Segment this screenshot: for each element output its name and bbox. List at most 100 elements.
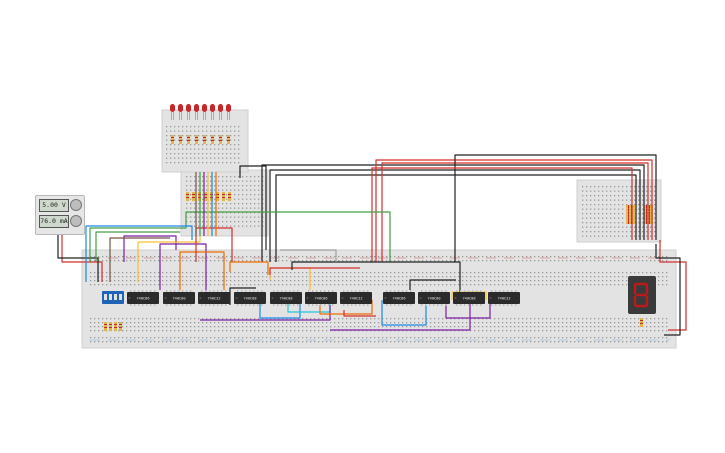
wire-purple-1[interactable] — [123, 235, 177, 262]
voltage-knob[interactable] — [70, 199, 82, 211]
led[interactable] — [170, 104, 175, 112]
wire-black-1[interactable] — [291, 261, 461, 300]
wire-purple-5[interactable] — [445, 298, 491, 319]
ic-chip-label: 74HC00 — [173, 297, 186, 301]
wire-arch-black-3[interactable] — [275, 174, 637, 262]
led[interactable] — [194, 104, 199, 112]
ic-chip[interactable]: 74HC86 — [305, 290, 337, 306]
resistor[interactable] — [109, 322, 112, 331]
led[interactable] — [178, 104, 183, 112]
resistor[interactable] — [187, 135, 190, 144]
dip-switch-toggle[interactable] — [119, 294, 122, 300]
wire-blue-3[interactable] — [381, 300, 427, 326]
power-rails — [90, 257, 670, 341]
wire-psu-black[interactable] — [57, 230, 99, 282]
wire-purple-2[interactable] — [159, 243, 207, 300]
resistor[interactable] — [192, 192, 195, 201]
current-knob[interactable] — [70, 215, 82, 227]
wire-top-black[interactable] — [239, 165, 267, 250]
voltage-display: 5.00 V — [39, 199, 69, 212]
ic-chip[interactable]: 74HC00 — [418, 290, 450, 306]
wire-orange-1[interactable] — [179, 251, 225, 290]
ic-chip-label: 74HC32 — [498, 297, 511, 301]
resistor[interactable] — [228, 192, 231, 201]
wire-red-3[interactable] — [195, 227, 233, 262]
wire-blue-1[interactable] — [85, 225, 193, 282]
seven-segment-digit — [633, 282, 649, 308]
ic-chip[interactable]: 74HC86 — [127, 290, 159, 306]
led[interactable] — [210, 104, 215, 112]
led[interactable] — [202, 104, 207, 112]
ic-chip[interactable]: 74HC00 — [163, 290, 195, 306]
wire-green-2[interactable] — [95, 231, 180, 262]
dip-switch-toggle[interactable] — [104, 294, 107, 300]
wire-black-3[interactable] — [409, 279, 456, 290]
ic-chip-label: 74HC08 — [280, 297, 293, 301]
ic-chip-label: 74HC32 — [208, 297, 221, 301]
resistor[interactable] — [626, 205, 635, 208]
ic-chip[interactable]: 74HC32 — [340, 290, 372, 306]
resistor[interactable] — [626, 217, 635, 221]
wire-purple-3[interactable] — [200, 305, 331, 321]
wire-red-2[interactable] — [343, 310, 376, 317]
breadboard-holes — [90, 126, 668, 343]
breadboards — [81, 109, 677, 349]
ic-chip-label: 74HC86 — [315, 297, 328, 301]
wire-yellow-1[interactable] — [137, 236, 201, 282]
ic-chip-label: 74HC32 — [350, 297, 363, 301]
wire-blue-2[interactable] — [259, 300, 301, 319]
wire-psu-red[interactable] — [61, 230, 103, 282]
ic-chip-label: 74HC08 — [463, 297, 476, 301]
wire-arch-red-3[interactable] — [371, 167, 633, 262]
wire-arch-black-4[interactable] — [454, 154, 657, 262]
resistor[interactable] — [119, 322, 122, 331]
wire-right-black[interactable] — [655, 244, 681, 336]
ic-chip[interactable]: 74HC08 — [453, 290, 485, 306]
dip-switch[interactable] — [102, 291, 124, 304]
resistor[interactable] — [216, 192, 219, 201]
resistor[interactable] — [203, 135, 206, 144]
ic-chip-label: 74HC00 — [428, 297, 441, 301]
ic-chip[interactable]: 74HC08 — [234, 290, 266, 306]
ic-chip[interactable]: 74HC32 — [198, 290, 230, 306]
resistor[interactable] — [104, 322, 107, 331]
resistor[interactable] — [211, 135, 214, 144]
led[interactable] — [186, 104, 191, 112]
resistor[interactable] — [626, 208, 635, 212]
resistor[interactable] — [626, 221, 635, 224]
resistor[interactable] — [186, 192, 189, 201]
resistor[interactable] — [179, 135, 182, 144]
wire-orange-3[interactable] — [229, 261, 269, 275]
led[interactable] — [226, 104, 231, 112]
ic-chip[interactable]: 74HC08 — [270, 290, 302, 306]
wire-gray-1[interactable] — [280, 249, 337, 262]
dip-switch-toggle[interactable] — [109, 294, 112, 300]
ic-chip-label: 74HC08 — [244, 297, 257, 301]
resistor[interactable] — [204, 192, 207, 201]
ic-chip[interactable]: 74HC32 — [488, 290, 520, 306]
resistor[interactable] — [195, 135, 198, 144]
resistor[interactable] — [171, 135, 174, 144]
resistor[interactable] — [626, 214, 635, 218]
wire-arch-black-1[interactable] — [261, 164, 645, 262]
wire-red-1[interactable] — [269, 267, 360, 275]
resistor[interactable] — [640, 318, 643, 327]
resistor[interactable] — [626, 211, 635, 215]
resistor[interactable] — [227, 135, 230, 144]
resistor[interactable] — [114, 322, 117, 331]
led[interactable] — [218, 104, 223, 112]
led-array — [170, 104, 231, 120]
wire-green-long[interactable] — [89, 211, 391, 262]
ic-chip-label: 74HC86 — [393, 297, 406, 301]
wire-arch-red-1[interactable] — [375, 159, 653, 262]
wire-purple-4[interactable] — [330, 300, 471, 331]
resistor[interactable] — [222, 192, 225, 201]
resistor[interactable] — [219, 135, 222, 144]
dip-switch-toggle[interactable] — [114, 294, 117, 300]
seven-segment-display[interactable] — [628, 276, 656, 314]
wire-brown-1[interactable] — [109, 237, 170, 282]
wire-orange-2[interactable] — [319, 300, 373, 315]
power-supply[interactable]: 5.00 V 76.0 mA — [35, 195, 85, 235]
ic-chip[interactable]: 74HC86 — [383, 290, 415, 306]
